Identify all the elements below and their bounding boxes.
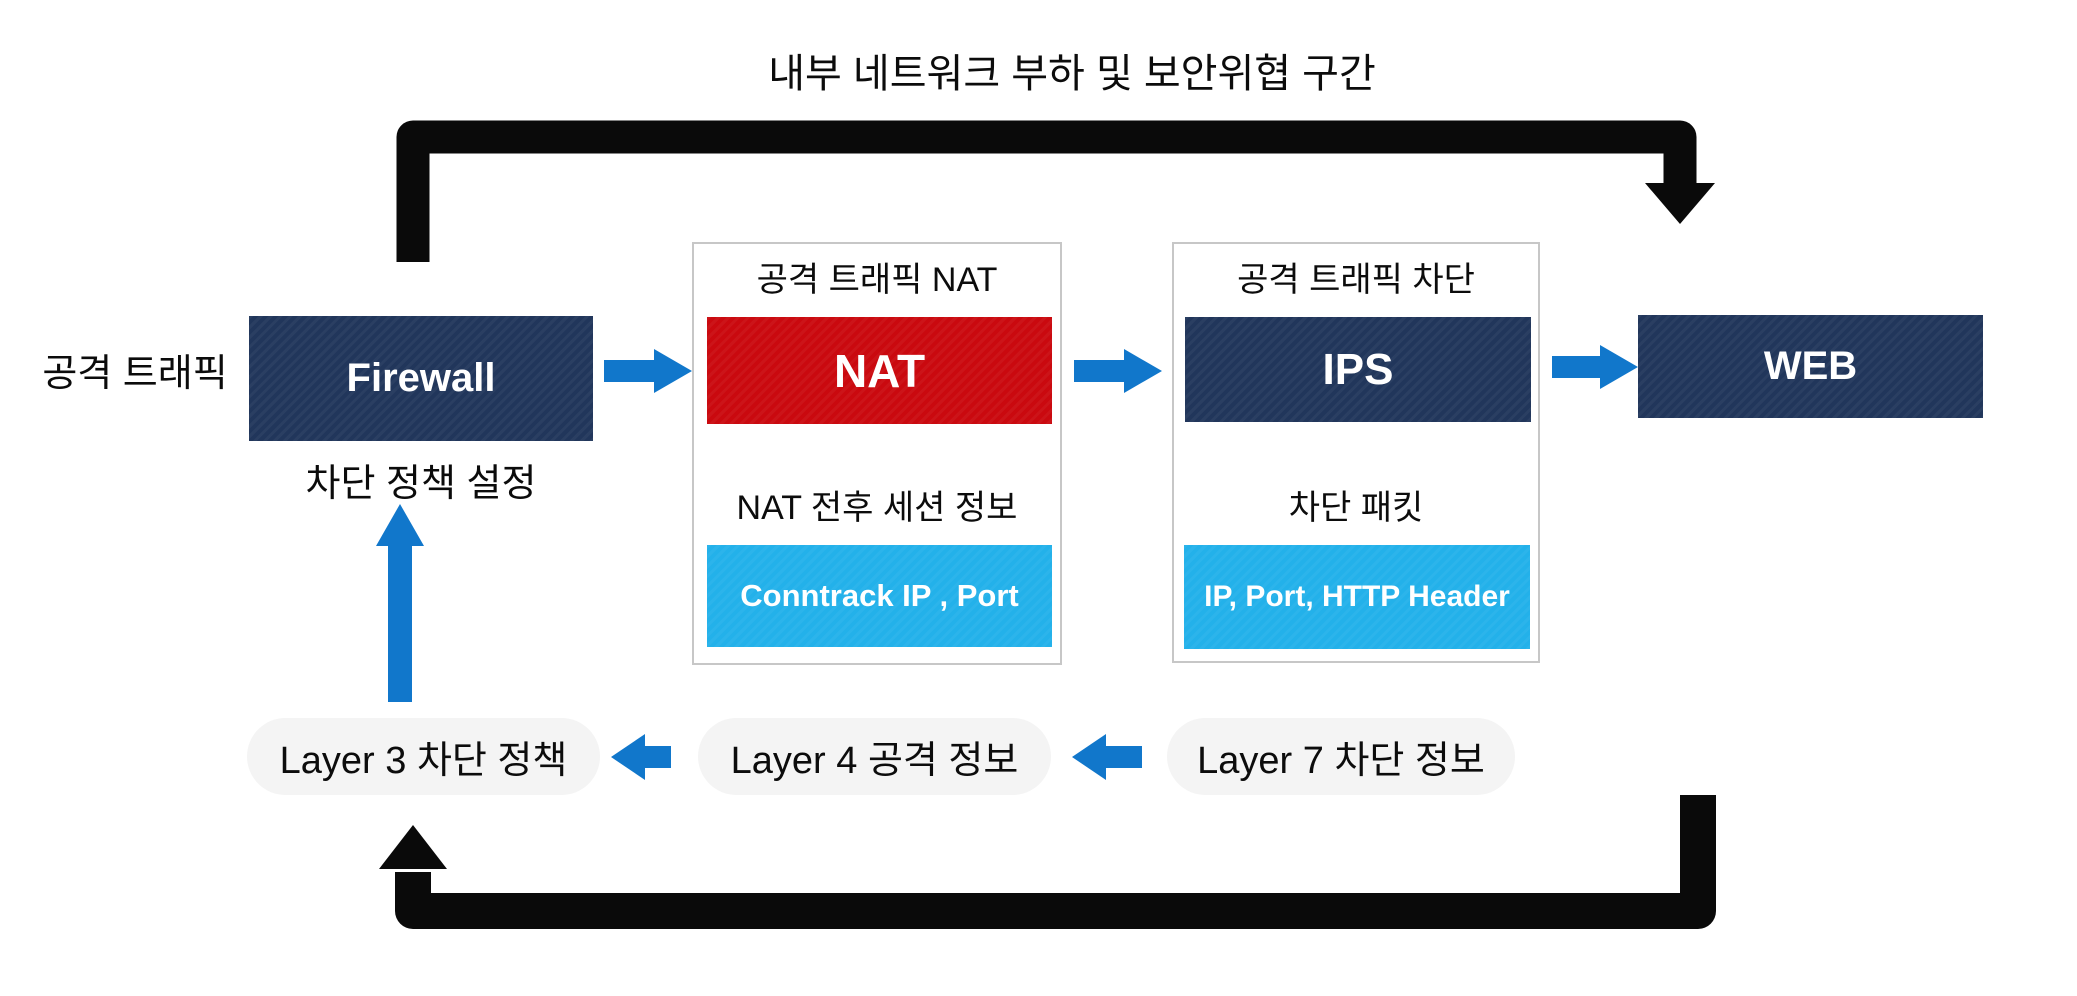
arrow-layer7-to-layer4: [1072, 734, 1142, 780]
arrow-firewall-to-nat: [604, 349, 692, 393]
firewall-policy-label: 차단 정책 설정: [305, 462, 537, 505]
ips-blocked-packet-label: 차단 패킷: [1288, 488, 1424, 527]
nat-session-label: NAT 전후 세션 정보: [736, 488, 1018, 527]
nat-panel-header: 공격 트래픽 NAT: [756, 260, 998, 299]
ips-panel: 공격 트래픽 차단 IPS 차단 패킷 IP, Port, HTTP Heade…: [1172, 242, 1540, 663]
pill-layer7: Layer 7 차단 정보: [1167, 718, 1515, 795]
arrow-layer4-to-layer3: [611, 734, 671, 780]
pill-layer3: Layer 3 차단 정책: [247, 718, 600, 795]
web-box: WEB: [1638, 315, 1983, 418]
top-bypass-arrowhead: [1645, 183, 1715, 224]
arrow-ips-to-web: [1552, 345, 1638, 389]
nat-box: NAT: [707, 317, 1052, 424]
ips-panel-header: 공격 트래픽 차단: [1237, 260, 1475, 299]
arrow-layer3-to-firewall: [376, 504, 424, 702]
attack-traffic-label: 공격 트래픽: [42, 352, 228, 395]
arrow-nat-to-ips: [1074, 349, 1162, 393]
nat-panel: 공격 트래픽 NAT NAT NAT 전후 세션 정보 Conntrack IP…: [692, 242, 1062, 665]
bottom-feedback-arrow: [395, 795, 1716, 929]
pill-layer4: Layer 4 공격 정보: [698, 718, 1051, 795]
top-section-label: 내부 네트워크 부하 및 보안위협 구간: [768, 52, 1376, 96]
firewall-box: Firewall: [249, 316, 593, 441]
bottom-feedback-arrowhead: [379, 825, 447, 869]
ips-box: IPS: [1185, 317, 1531, 422]
ips-packet-fields-box: IP, Port, HTTP Header: [1184, 545, 1530, 649]
nat-conntrack-box: Conntrack IP , Port: [707, 545, 1052, 647]
